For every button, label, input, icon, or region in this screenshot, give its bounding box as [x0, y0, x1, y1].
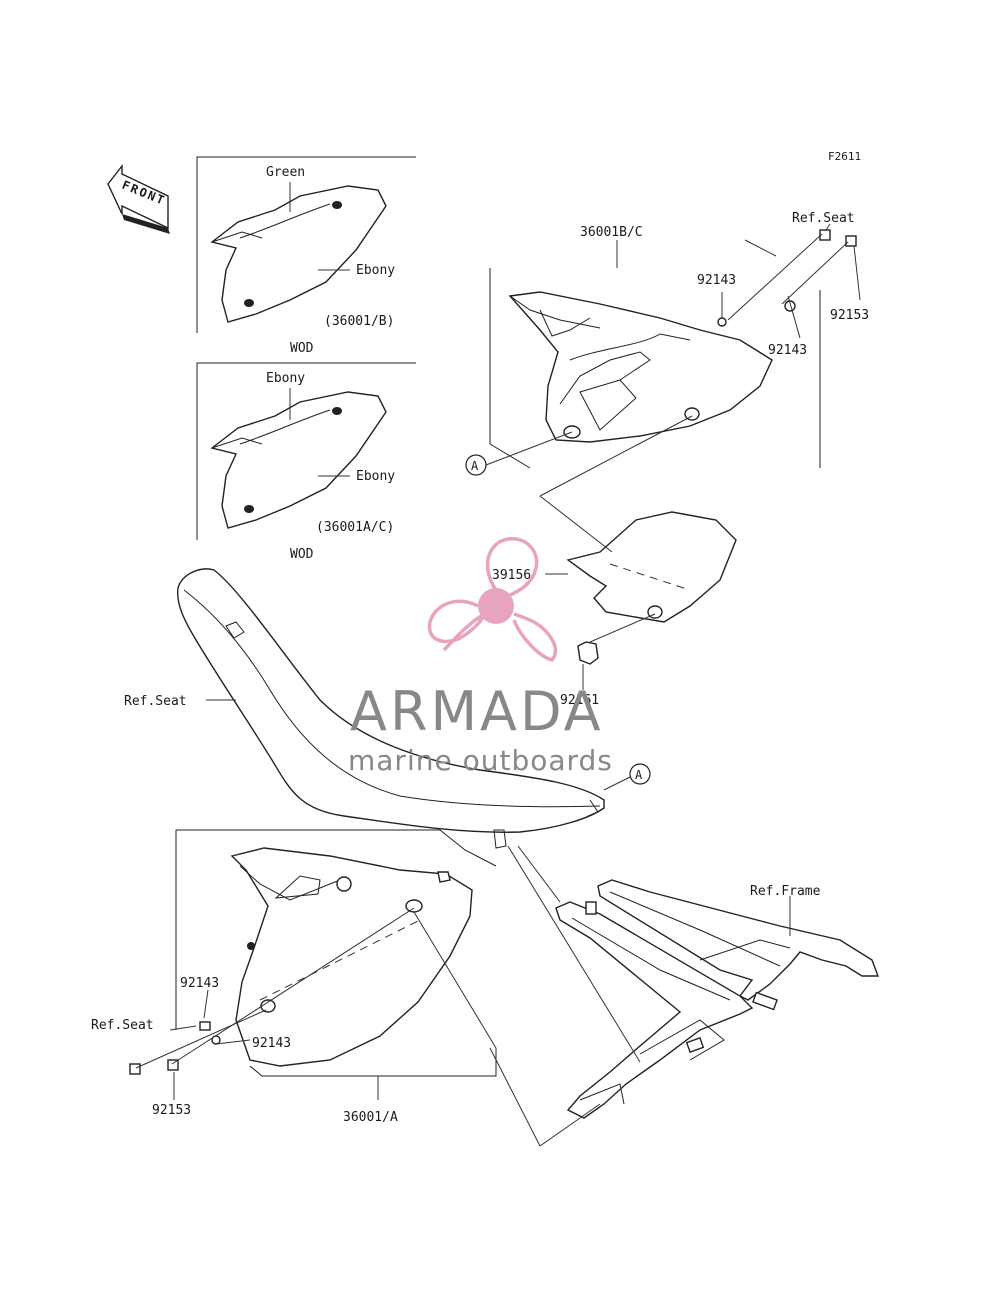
front-arrow-icon: FRONT — [107, 163, 170, 234]
label-92153-b: 92153 — [152, 1103, 191, 1118]
pad-39156 — [539, 495, 737, 643]
callout-a-mid: A — [629, 763, 651, 785]
figure-code: F2611 — [828, 150, 861, 163]
svg-text:A: A — [471, 459, 479, 473]
watermark-name: ARMADA — [350, 680, 604, 743]
label-36001-ac: (36001A/C) — [316, 520, 394, 535]
frame — [507, 845, 880, 1147]
label-92153-a: 92153 — [830, 308, 869, 323]
variant-box-36001-b: Green Ebony (36001/B) WOD — [196, 156, 416, 356]
svg-text:A: A — [635, 768, 643, 782]
variant-box-36001-ac: Ebony Ebony (36001A/C) WOD — [196, 362, 416, 562]
label-ebony-mid-top: Ebony — [266, 371, 305, 386]
label-92143-c: 92143 — [180, 976, 219, 991]
label-wod-1: WOD — [290, 341, 314, 356]
label-ref-frame: Ref.Frame — [750, 884, 821, 899]
side-cover-right — [485, 223, 861, 497]
propeller-hub-icon — [478, 588, 514, 624]
label-ebony-top: Ebony — [356, 263, 395, 278]
label-92143-b: 92143 — [768, 343, 807, 358]
label-36001-bc: 36001B/C — [580, 225, 643, 240]
label-ref-seat-bottom: Ref.Seat — [91, 1018, 154, 1033]
label-92161: 92161 — [560, 693, 599, 708]
label-92143-d: 92143 — [252, 1036, 291, 1051]
label-ref-seat-top: Ref.Seat — [792, 211, 855, 226]
label-ebony-mid-bottom: Ebony — [356, 469, 395, 484]
watermark-tagline: marine outboards — [348, 744, 613, 777]
label-92143-a: 92143 — [697, 273, 736, 288]
label-wod-2: WOD — [290, 547, 314, 562]
label-green: Green — [266, 165, 305, 180]
side-cover-left — [129, 829, 541, 1147]
damper-92161 — [577, 641, 599, 690]
seat — [177, 568, 633, 849]
label-39156: 39156 — [492, 568, 531, 583]
label-36001-a: 36001/A — [343, 1110, 398, 1125]
label-36001-b: (36001/B) — [324, 314, 394, 329]
label-ref-seat-mid: Ref.Seat — [124, 694, 187, 709]
watermark: ARMADA marine outboards — [348, 536, 613, 777]
callout-a-top: A — [465, 454, 487, 476]
